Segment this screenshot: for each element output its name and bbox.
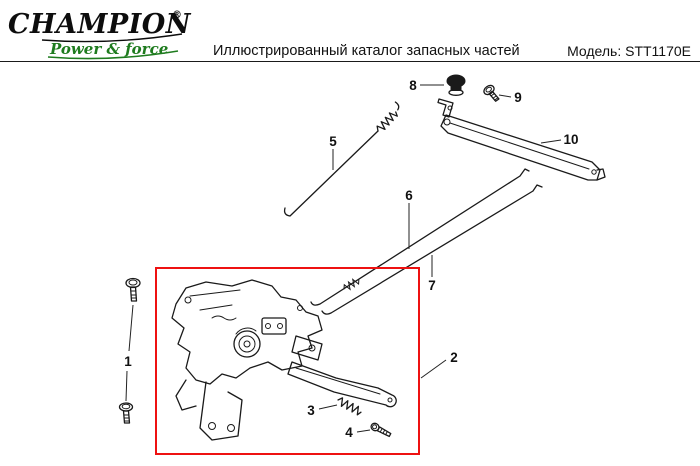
callout-3: 3 (307, 403, 315, 418)
leader-1a (128, 304, 134, 352)
registered-mark-icon: ® (172, 10, 182, 21)
rod-6-part (310, 168, 530, 306)
leader-3 (318, 404, 338, 410)
brand-logo: CHAMPION ® Power & force (8, 9, 192, 60)
rod-7-part (321, 184, 543, 315)
bolt-9-part (483, 84, 500, 102)
bracket-assembly-part (171, 279, 397, 441)
callout-10: 10 (563, 132, 578, 147)
leader-4 (356, 429, 371, 433)
callout-9: 9 (514, 90, 522, 105)
callout-5: 5 (329, 134, 337, 149)
callout-2: 2 (450, 350, 458, 365)
knob-part (446, 74, 466, 96)
callout-8: 8 (409, 78, 417, 93)
leader-9 (498, 94, 512, 98)
bolts-1-part (118, 277, 141, 424)
tagline-swoosh (47, 50, 179, 60)
callout-4: 4 (345, 425, 353, 440)
lever-arm-part (437, 98, 606, 181)
brand-tagline: Power & force (49, 40, 168, 58)
highlight-box-part-2 (155, 267, 420, 455)
leader-10 (540, 139, 562, 144)
callout-7: 7 (428, 278, 436, 293)
leader-2 (420, 359, 447, 379)
spring-rod-5-part (283, 101, 400, 217)
spring-3-part (337, 397, 362, 416)
header-divider (0, 61, 700, 62)
callout-6: 6 (405, 188, 413, 203)
brand-name: CHAMPION (8, 9, 192, 40)
model-label: Модель: STT1170E (567, 43, 691, 59)
leader-1b (125, 370, 128, 402)
bolt-4-part (370, 422, 392, 438)
logo-swoosh (41, 33, 183, 43)
callout-1: 1 (124, 354, 132, 369)
page-title: Иллюстрированный каталог запасных частей (213, 43, 520, 59)
